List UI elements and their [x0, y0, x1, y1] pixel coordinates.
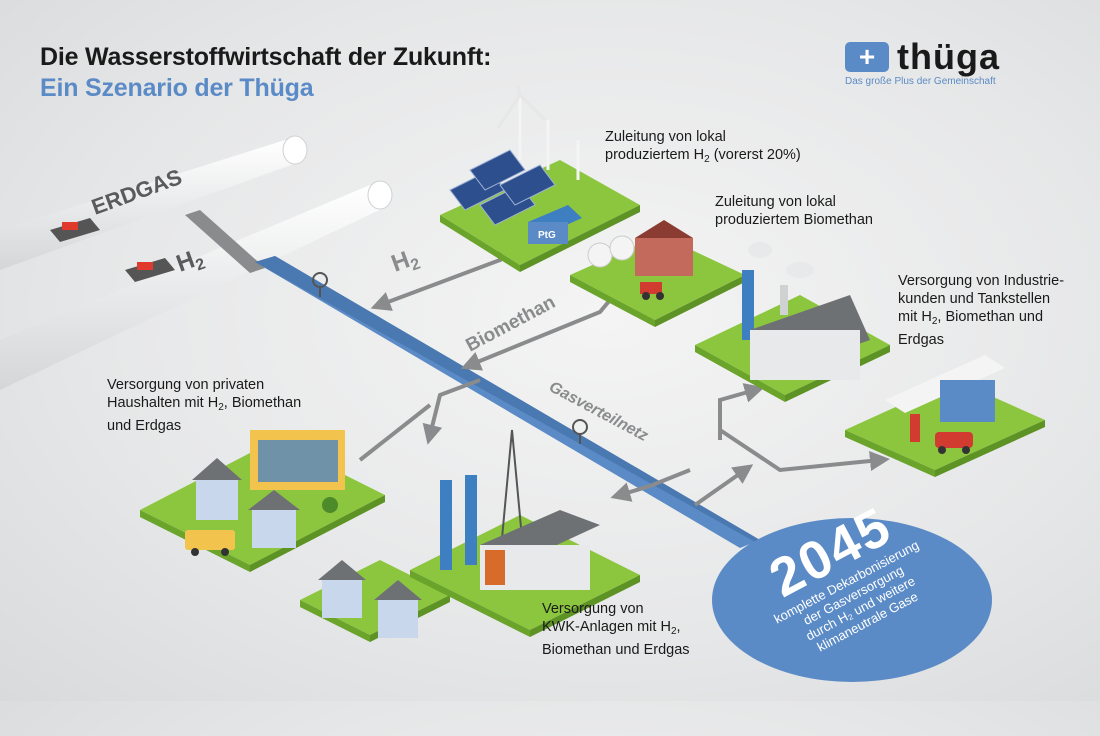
- plus-icon: +: [845, 42, 889, 72]
- goal-2045-badge: [712, 518, 992, 682]
- title-line-1: Die Wasserstoffwirtschaft der Zukunft:: [40, 43, 492, 71]
- infographic-scene: ERDGAS H2 H2 Biomethan Gasverteilnetz Pt…: [0, 84, 1045, 682]
- industry-tile: [695, 242, 890, 402]
- note-line: produziertem H2 (vorerst 20%): [605, 147, 801, 165]
- page-title: Die Wasserstoffwirtschaft der Zukunft: E…: [40, 42, 491, 104]
- biomethan-tile: [570, 220, 745, 327]
- note-line: Biomethan und Erdgas: [542, 642, 690, 658]
- note-line: Zuleitung von lokal: [605, 129, 726, 145]
- h2-valve: [125, 258, 175, 282]
- note-line: KWK-Anlagen mit H2,: [542, 619, 681, 637]
- pipe-connector: [185, 210, 265, 273]
- solar-panels: [449, 149, 556, 226]
- flow-arrows: [358, 240, 890, 507]
- gas-distribution-pipe: [255, 256, 760, 548]
- logo-wordmark: thüga: [897, 36, 1000, 77]
- houses-tile: [300, 560, 450, 642]
- note-local-hydrogen: Zuleitung von lokal produziertem H2 (vor…: [605, 128, 801, 169]
- erdgas-pipe: [0, 135, 308, 270]
- note-industry: Versorgung von Industrie- kunden und Tan…: [898, 272, 1064, 349]
- note-households: Versorgung von privaten Haushalten mit H…: [107, 376, 301, 435]
- household-tile: [140, 430, 385, 572]
- title-line-2: Ein Szenario der Thüga: [40, 74, 314, 102]
- logo-tagline: Das große Plus der Gemeinschaft: [845, 76, 996, 87]
- ptg-badge: PtG: [538, 230, 556, 241]
- note-line: Haushalten mit H2, Biomethan: [107, 395, 302, 413]
- note-local-biomethan: Zuleitung von lokal produziertem Biometh…: [715, 193, 873, 229]
- note-line: Versorgung von: [542, 601, 644, 617]
- chp-tile: [410, 429, 640, 637]
- note-line: Zuleitung von lokal: [715, 194, 836, 210]
- fuel-station-tile: [845, 355, 1045, 477]
- renewables-tile: [440, 84, 640, 272]
- note-line: mit H2, Biomethan und: [898, 309, 1044, 327]
- note-line: produziertem Biomethan: [715, 212, 873, 228]
- erdgas-valve: [50, 218, 100, 242]
- note-line: Erdgas: [898, 332, 944, 348]
- wind-turbines: [496, 84, 580, 180]
- note-line: und Erdgas: [107, 418, 182, 434]
- h2-pipe: [0, 180, 393, 390]
- h2-arrow-label: H2: [388, 243, 423, 280]
- note-line: Versorgung von Industrie-: [898, 273, 1065, 289]
- note-line: Versorgung von privaten: [107, 377, 265, 393]
- note-chp: Versorgung von KWK-Anlagen mit H2, Biome…: [542, 600, 690, 659]
- note-line: kunden und Tankstellen: [898, 291, 1051, 307]
